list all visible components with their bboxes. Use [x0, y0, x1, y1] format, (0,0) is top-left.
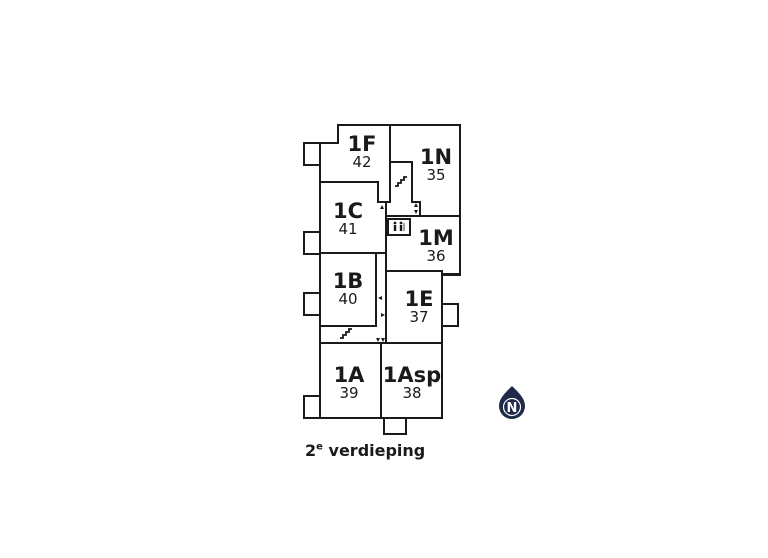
floor-word: verdieping — [328, 441, 426, 460]
room-number-1e: 37 — [409, 308, 428, 326]
balcony-1b — [303, 292, 321, 316]
room-number-1f: 42 — [352, 153, 371, 171]
room-number-1b: 40 — [338, 290, 357, 308]
room-code-1f: 1F — [348, 132, 377, 156]
room-code-1asp: 1Asp — [383, 363, 441, 387]
toilet-room — [387, 218, 411, 236]
floor-ordinal-suffix: e — [316, 441, 323, 453]
toilet-icon — [393, 221, 405, 231]
room-1b — [319, 252, 377, 327]
room-number-1m: 36 — [426, 247, 445, 265]
stairs-icon — [395, 176, 407, 187]
room-code-1c: 1C — [333, 199, 363, 223]
room-1asp — [380, 342, 443, 419]
room-number-1a: 39 — [339, 384, 358, 402]
room-code-1b: 1B — [333, 269, 364, 293]
room-code-1a: 1A — [334, 363, 366, 387]
room-number-1asp: 38 — [402, 384, 421, 402]
room-1a — [319, 342, 382, 419]
floor-label: 2e verdieping — [305, 441, 425, 460]
balcony-1e — [441, 303, 459, 327]
corridor-arrows — [376, 203, 418, 342]
compass-letter: N — [507, 401, 518, 416]
room-number-1c: 41 — [338, 220, 357, 238]
balcony-1a — [303, 395, 321, 419]
room-number-1n: 35 — [426, 166, 445, 184]
room-code-1m: 1M — [418, 226, 454, 250]
room-code-1e: 1E — [405, 287, 434, 311]
compass-icon: N — [499, 386, 525, 419]
balcony-1c — [303, 231, 321, 255]
floor-ordinal: 2 — [305, 441, 317, 460]
room-code-1n: 1N — [420, 145, 452, 169]
balcony-1f — [303, 142, 321, 166]
stairs-icon — [340, 328, 352, 339]
balcony-1asp — [383, 417, 407, 435]
room-1n — [389, 124, 461, 217]
